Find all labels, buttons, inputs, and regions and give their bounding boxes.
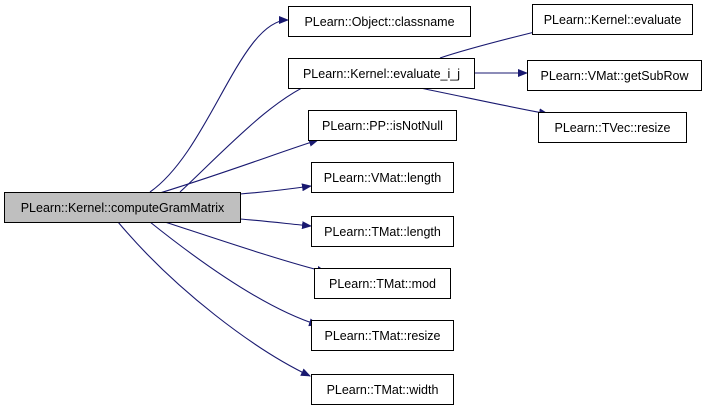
node-tmat_length[interactable]: PLearn::TMat::length (311, 216, 454, 247)
node-layer: PLearn::Kernel::computeGramMatrixPLearn:… (4, 4, 702, 405)
node-tmat_mod[interactable]: PLearn::TMat::mod (314, 268, 451, 299)
edge-computeGramMatrix-to-classname (149, 16, 289, 193)
node-box (527, 60, 702, 91)
edge-line (164, 221, 327, 274)
edge-evaluate_i_j-to-tvec_resize (419, 87, 549, 117)
node-box (4, 192, 241, 223)
node-label: PLearn::Kernel::evaluate (544, 13, 682, 27)
node-label: PLearn::VMat::getSubRow (541, 69, 690, 83)
node-box (311, 162, 454, 193)
node-tmat_resize[interactable]: PLearn::TMat::resize (311, 320, 454, 351)
node-vmat_length[interactable]: PLearn::VMat::length (311, 162, 454, 193)
edge-layer (117, 16, 549, 377)
node-box (311, 320, 454, 351)
node-box (288, 58, 475, 89)
edge-line (239, 183, 312, 195)
node-label: PLearn::TVec::resize (554, 121, 670, 135)
node-label: PLearn::Kernel::computeGramMatrix (21, 201, 225, 215)
edge-line (239, 218, 312, 230)
node-box (311, 374, 454, 405)
node-getSubRow[interactable]: PLearn::VMat::getSubRow (527, 60, 702, 91)
node-label: PLearn::TMat::resize (324, 329, 440, 343)
node-label: PLearn::PP::isNotNull (322, 119, 443, 133)
edge-computeGramMatrix-to-evaluate_i_j (179, 79, 321, 193)
edge-computeGramMatrix-to-vmat_length (239, 183, 312, 195)
edge-computeGramMatrix-to-tmat_width (117, 221, 311, 377)
node-evaluate_i_j[interactable]: PLearn::Kernel::evaluate_i_j (288, 58, 475, 89)
node-kernel_evaluate[interactable]: PLearn::Kernel::evaluate (532, 4, 693, 35)
edge-line (149, 221, 319, 327)
node-tvec_resize[interactable]: PLearn::TVec::resize (538, 112, 687, 143)
edge-line (149, 16, 289, 193)
edge-line (149, 138, 319, 197)
node-computeGramMatrix[interactable]: PLearn::Kernel::computeGramMatrix (4, 192, 241, 223)
node-label: PLearn::Kernel::evaluate_i_j (303, 67, 460, 81)
node-box (288, 6, 471, 37)
node-box (538, 112, 687, 143)
node-box (308, 110, 457, 141)
edge-computeGramMatrix-to-tmat_resize (149, 221, 319, 327)
node-box (532, 4, 693, 35)
node-label: PLearn::TMat::length (324, 225, 441, 239)
edge-computeGramMatrix-to-isNotNull (149, 138, 319, 197)
node-label: PLearn::VMat::length (324, 171, 441, 185)
node-box (311, 216, 454, 247)
node-box (314, 268, 451, 299)
node-label: PLearn::TMat::mod (329, 277, 436, 291)
edge-line (179, 79, 321, 193)
edge-line (419, 87, 549, 117)
node-tmat_width[interactable]: PLearn::TMat::width (311, 374, 454, 405)
edge-computeGramMatrix-to-tmat_length (239, 218, 312, 230)
edge-line (117, 221, 311, 377)
node-label: PLearn::Object::classname (304, 15, 454, 29)
node-isNotNull[interactable]: PLearn::PP::isNotNull (308, 110, 457, 141)
node-label: PLearn::TMat::width (327, 383, 439, 397)
edge-computeGramMatrix-to-tmat_mod (164, 221, 327, 274)
node-classname[interactable]: PLearn::Object::classname (288, 6, 471, 37)
